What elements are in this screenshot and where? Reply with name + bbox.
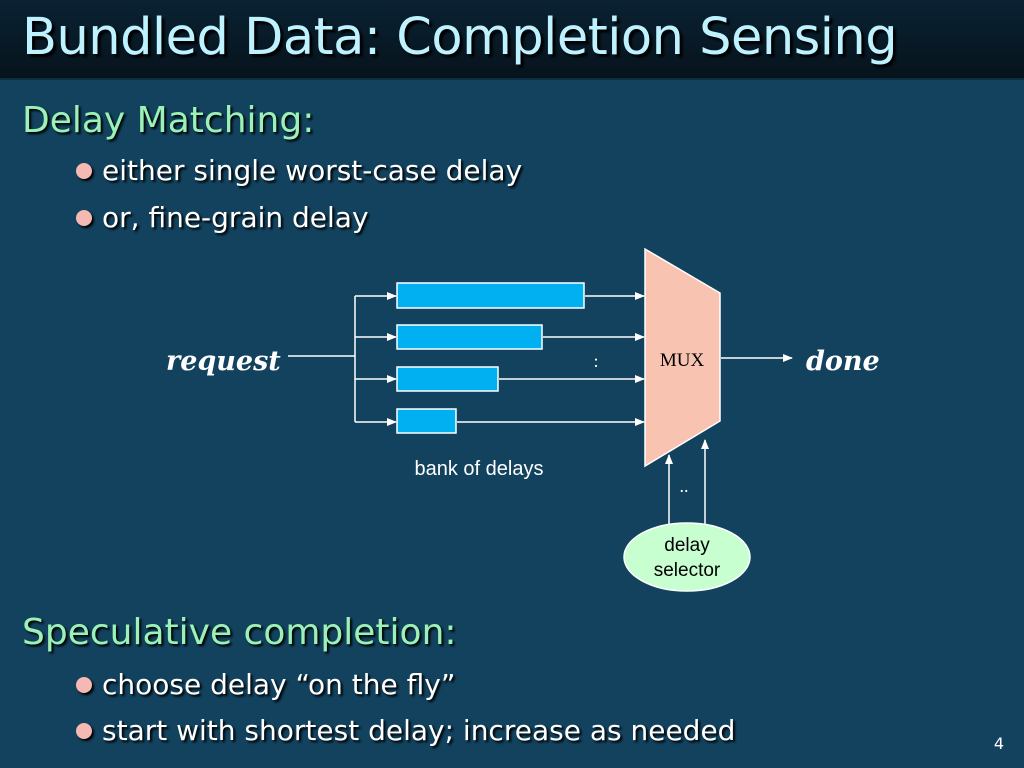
bullet-text: start with shortest delay; increase as n… (102, 714, 736, 747)
bullet-item: start with shortest delay; increase as n… (76, 714, 735, 747)
bullet-dot-icon (76, 163, 92, 179)
selector-label-line2: selector (654, 560, 721, 581)
slide-title: Bundled Data: Completion Sensing (22, 8, 898, 67)
selector-label-line1: delay (664, 535, 710, 556)
bullet-item: choose delay “on the fly” (76, 668, 455, 701)
heading-delay-matching: Delay Matching: (22, 100, 315, 141)
bank-of-delays-label: bank of delays (415, 458, 544, 480)
ellipsis-middle: : (593, 351, 598, 371)
bullet-text: choose delay “on the fly” (102, 668, 456, 701)
delay-element-4 (396, 408, 457, 434)
mux-block (644, 247, 721, 468)
mux-label: MUX (660, 350, 705, 371)
heading-speculative-completion: Speculative completion: (22, 612, 457, 653)
bullet-dot-icon (76, 723, 92, 739)
bullet-item: or, fine-grain delay (76, 201, 369, 234)
bullet-dot-icon (76, 210, 92, 226)
bullet-text: or, fine-grain delay (102, 201, 369, 234)
ellipsis-select: .. (680, 476, 689, 496)
delay-selector (623, 522, 751, 592)
done-label: done (806, 346, 880, 377)
delay-element-1 (396, 282, 585, 309)
bullet-dot-icon (76, 677, 92, 693)
request-label: request (166, 346, 281, 377)
title-bar: Bundled Data: Completion Sensing (0, 0, 1024, 80)
delay-element-2 (396, 324, 543, 350)
bullet-item: either single worst-case delay (76, 154, 522, 187)
delay-element-3 (396, 366, 499, 392)
bullet-text: either single worst-case delay (102, 154, 523, 187)
page-number: 4 (993, 734, 1004, 753)
